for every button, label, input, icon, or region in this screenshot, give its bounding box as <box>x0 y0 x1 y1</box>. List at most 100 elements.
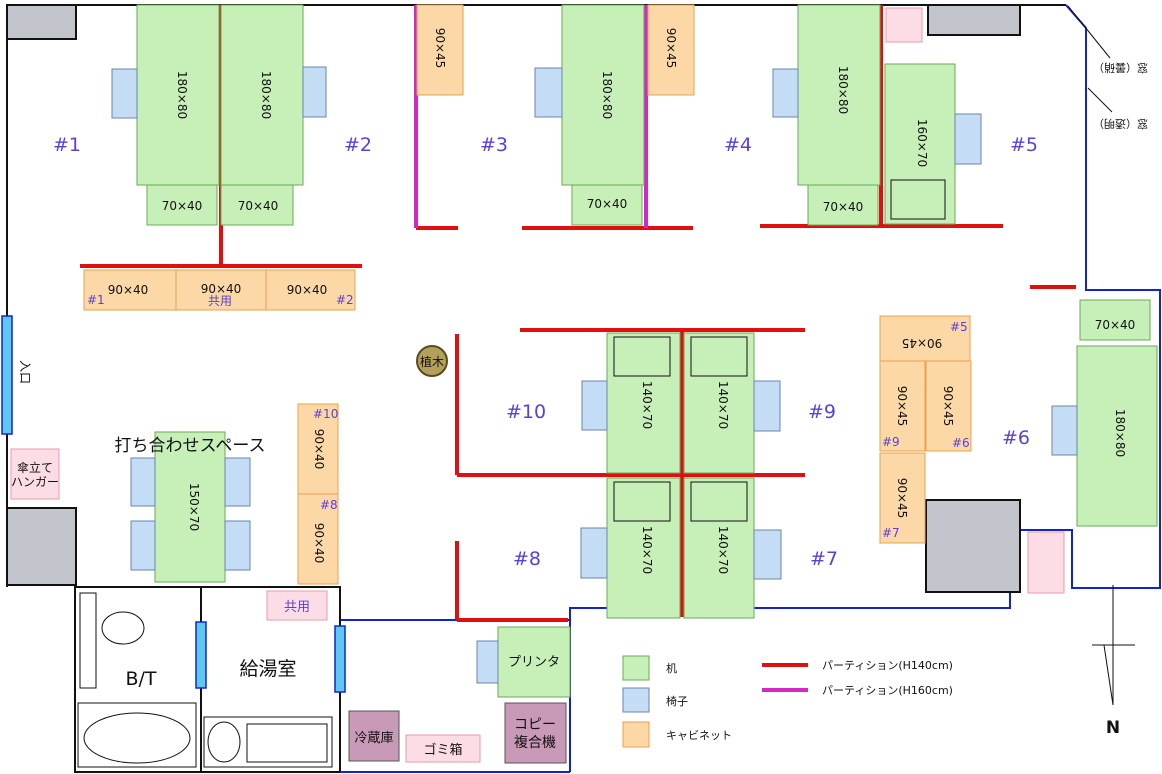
svg-text:#8: #8 <box>320 498 338 512</box>
workstation-labels: #1 #2 #3 #4 #5 #6 #7 #8 #9 #10 <box>53 134 1038 570</box>
trash-label: ゴミ箱 <box>423 742 462 758</box>
ws-label-8: #8 <box>513 548 541 570</box>
desk-dims-horizontal: 70×40 70×40 70×40 70×40 70×40 <box>162 197 1136 332</box>
svg-text:共用: 共用 <box>208 294 232 308</box>
svg-text:#10: #10 <box>313 407 338 421</box>
svg-text:90×45: 90×45 <box>902 336 943 350</box>
cabinets <box>83 4 972 585</box>
legend-partition140-label: パーティション(H140cm) <box>822 659 953 672</box>
svg-text:180×80: 180×80 <box>259 71 273 119</box>
svg-text:#6: #6 <box>952 436 970 450</box>
svg-text:90×45: 90×45 <box>664 28 678 69</box>
svg-text:70×40: 70×40 <box>823 200 864 214</box>
desk-7 <box>683 477 755 619</box>
svg-text:70×40: 70×40 <box>587 197 628 211</box>
svg-text:90×40: 90×40 <box>312 429 326 470</box>
desk-4 <box>797 4 881 186</box>
ws-label-1: #1 <box>53 134 81 156</box>
legend-chair-label: 椅子 <box>666 694 688 708</box>
svg-text:140×70: 140×70 <box>716 526 730 574</box>
svg-text:90×40: 90×40 <box>312 523 326 564</box>
legend: 机 椅子 キャビネット パーティション(H140cm) パーティション(H160… <box>622 655 953 748</box>
desk-drawers <box>613 179 946 522</box>
desk-2 <box>220 4 304 186</box>
ws-label-5: #5 <box>1010 134 1038 156</box>
svg-text:#9: #9 <box>882 435 900 449</box>
svg-text:140×70: 140×70 <box>716 381 730 429</box>
legend-partition160-label: パーティション(H160cm) <box>822 684 953 697</box>
svg-text:90×40: 90×40 <box>201 282 242 296</box>
meeting-space-label: 打ち合わせスペース <box>115 436 266 456</box>
compass-icon: N <box>1092 585 1135 738</box>
desk-1 <box>136 4 220 186</box>
svg-text:140×70: 140×70 <box>640 381 654 429</box>
svg-text:90×45: 90×45 <box>895 478 909 519</box>
legend-chair-swatch <box>622 687 650 713</box>
svg-text:#2: #2 <box>336 293 354 307</box>
window-notes: 窓（曇硝） 窓（透明） <box>1067 5 1148 131</box>
compass-label: N <box>1106 718 1120 738</box>
svg-text:90×40: 90×40 <box>287 283 328 297</box>
svg-text:160×70: 160×70 <box>915 119 929 167</box>
ws-label-4: #4 <box>724 134 752 156</box>
shared-label: 共用 <box>284 600 310 615</box>
svg-text:140×70: 140×70 <box>640 526 654 574</box>
plant-label: 植木 <box>420 354 444 369</box>
svg-text:180×80: 180×80 <box>1113 409 1127 457</box>
svg-text:70×40: 70×40 <box>1095 318 1136 332</box>
legend-desk-label: 机 <box>666 661 677 675</box>
chairs <box>111 66 1078 684</box>
printer-table <box>497 626 571 698</box>
legend-cabinet-swatch <box>622 721 650 748</box>
purple-items <box>348 702 567 764</box>
desk-side-4 <box>807 184 879 226</box>
desk-8 <box>606 477 681 619</box>
svg-text:150×70: 150×70 <box>187 483 201 531</box>
window-clear-label: 窓（透明） <box>1093 117 1148 131</box>
bath-toilet-label: B/T <box>125 668 156 690</box>
ws-label-2: #2 <box>344 134 372 156</box>
desks <box>136 4 1158 698</box>
doors <box>1 315 346 693</box>
legend-desk-swatch <box>622 655 650 681</box>
copier-label: コピー複合機 <box>514 717 556 751</box>
umbrella-hanger-label: 傘立てハンガー <box>11 460 59 489</box>
svg-text:70×40: 70×40 <box>162 199 203 213</box>
svg-text:#5: #5 <box>950 320 968 334</box>
legend-cabinet-label: キャビネット <box>666 729 732 742</box>
cabinet-dims: 90×45 90×45 90×40 90×40 90×40 90×45 90×4… <box>108 28 955 564</box>
entrance-label: 入口 <box>18 360 32 384</box>
plant-icon <box>416 345 448 377</box>
ws-label-9: #9 <box>808 401 836 423</box>
pink-items <box>10 7 1065 763</box>
desk-5 <box>884 63 956 225</box>
fridge-label: 冷蔵庫 <box>354 731 393 746</box>
partitions-h160 <box>414 5 648 228</box>
svg-text:90×45: 90×45 <box>433 28 447 69</box>
svg-text:70×40: 70×40 <box>238 199 279 213</box>
multiline-labels: 傘立てハンガー コピー複合機 <box>11 460 556 751</box>
cabinet-tags: #1 共用 #2 #5 #9 #6 #7 #10 #8 <box>87 293 970 540</box>
svg-text:#7: #7 <box>882 526 900 540</box>
desk-side-1 <box>146 184 218 226</box>
desk-dims-vertical: 180×80 180×80 180×80 180×80 160×70 180×8… <box>175 66 1127 574</box>
kitchenette-label: 給湯室 <box>239 658 296 680</box>
bath-and-kitchen <box>74 586 341 773</box>
ws-label-10: #10 <box>506 401 546 423</box>
desk-side-2 <box>220 184 294 226</box>
svg-text:180×80: 180×80 <box>175 71 189 119</box>
svg-text:180×80: 180×80 <box>836 66 850 114</box>
svg-text:90×45: 90×45 <box>941 386 955 427</box>
printer-label: プリンタ <box>508 655 560 670</box>
ws-label-7: #7 <box>810 548 838 570</box>
meeting-table <box>154 431 226 583</box>
desk-side-3 <box>571 184 643 226</box>
pillars <box>6 4 1021 593</box>
svg-text:90×40: 90×40 <box>108 283 149 297</box>
svg-text:#1: #1 <box>87 293 105 307</box>
svg-text:180×80: 180×80 <box>600 71 614 119</box>
ws-label-3: #3 <box>480 134 508 156</box>
window-frosted-label: 窓（曇硝） <box>1093 61 1148 75</box>
desk-side-6 <box>1079 299 1151 341</box>
